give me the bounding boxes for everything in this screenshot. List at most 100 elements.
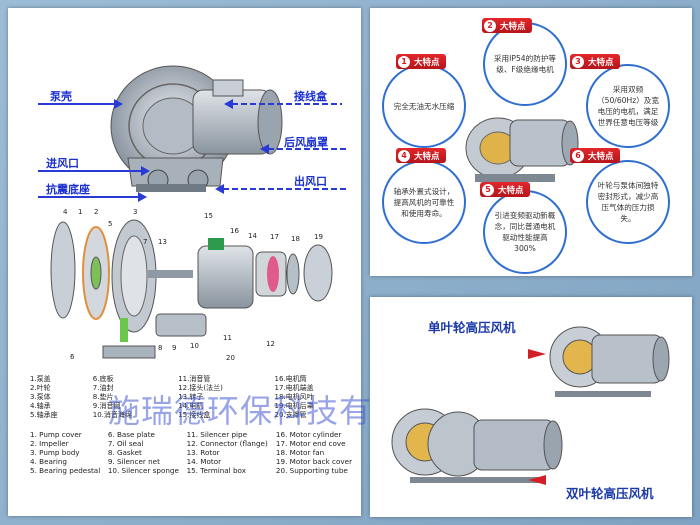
legend-item: 1.泵盖: [30, 375, 51, 383]
legend-item: 11.消音管: [178, 375, 211, 383]
part-number: 15: [204, 212, 213, 220]
impeller-blower-images: [391, 326, 670, 485]
legend-row: 5. Bearing pedestal 10. Silencer sponge 15…: [28, 466, 358, 475]
legend-item: 6. Base plate: [107, 430, 155, 439]
callout-pump-cover: 泵壳: [50, 90, 72, 103]
legend-item: 10.消音海绵: [92, 411, 132, 419]
blower-illustration: 1 2 3 4 5 6 7 8 9 10 11 12 13 14 15 16 1…: [50, 65, 333, 362]
legend-item: 8.垫片: [92, 393, 114, 401]
part-number: 14: [248, 232, 257, 240]
part-number: 16: [230, 227, 239, 235]
legend-item: 10. Silencer sponge: [107, 466, 179, 475]
feature-badge-6: 6 大特点: [570, 148, 620, 163]
part-number: 20: [226, 354, 235, 362]
callout-line: [223, 188, 348, 190]
callout-shock-base: 抗震底座: [46, 183, 90, 196]
feature-badge-3: 3 大特点: [570, 54, 620, 69]
legend-item: 16.电机筒: [274, 375, 307, 383]
legend-item: 19.电机后罩: [274, 402, 314, 410]
part-number: 4: [63, 208, 68, 216]
feature-number: 5: [482, 183, 494, 196]
part-number: 18: [291, 235, 300, 243]
legend-item: 15. Terminal box: [186, 466, 246, 475]
callout-outlet: 出风口: [294, 175, 327, 188]
callout-inlet: 进风口: [46, 157, 79, 170]
callout-line: [38, 196, 140, 198]
callout-arrow: [138, 192, 147, 202]
callout-arrow: [141, 166, 150, 176]
legend-item: 16. Motor cylinder: [275, 430, 342, 439]
feature-circle-4: 轴承外置式设计，提高风机的可靠性和使用寿命。: [382, 160, 466, 244]
legend-item: 8. Gasket: [107, 448, 142, 457]
feature-number: 3: [572, 55, 584, 68]
legend-item: 9.消音网: [92, 402, 121, 410]
legend-item: 14. Motor: [186, 457, 222, 466]
legend-item: 4.轴承: [30, 402, 51, 410]
callout-line: [38, 170, 143, 172]
legend-item: 15.接线盒: [178, 411, 211, 419]
feature-title: 大特点: [414, 57, 440, 68]
legend-item: 2.叶轮: [30, 384, 51, 392]
legend-item: 18.电机风叶: [274, 393, 314, 401]
feature-title: 大特点: [414, 151, 440, 162]
part-number: 5: [108, 220, 112, 228]
feature-text: 轴承外置式设计，提高风机的可靠性和使用寿命。: [393, 186, 455, 218]
legend-item: 6.底板: [92, 375, 114, 383]
legend-item: 17.电机端盖: [274, 384, 314, 392]
feature-number: 6: [572, 149, 584, 162]
part-number: 9: [172, 344, 176, 352]
single-impeller-title: 单叶轮高压风机: [428, 320, 516, 335]
part-number: 3: [133, 208, 137, 216]
legend-item: 5. Bearing pedestal: [30, 466, 101, 475]
feature-title: 大特点: [588, 151, 614, 162]
part-number: 8: [158, 344, 162, 352]
legend-item: 9. Silencer net: [107, 457, 160, 466]
legend-item: 18. Motor fan: [275, 448, 325, 457]
legend-item: 19. Motor back cover: [275, 457, 353, 466]
feature-text: 引进变频驱动新概念，同比普通电机驱动性能提高300%: [494, 211, 556, 253]
feature-number: 4: [398, 149, 410, 162]
feature-badge-4: 4 大特点: [396, 148, 446, 163]
impeller-types-panel: 单叶轮高压风机 双叶轮高压风机: [370, 297, 692, 517]
feature-title: 大特点: [588, 57, 614, 68]
feature-text: 叶轮与泵体间独特密封形式，减少高压气体的压力损失。: [597, 181, 659, 223]
legend-item: 1. Pump cover: [30, 430, 82, 439]
part-number: 2: [94, 208, 98, 216]
callout-line: [38, 103, 116, 105]
feature-circle-1: 完全无油无水压缩: [382, 64, 466, 148]
legend-item: 20.支撑管: [274, 411, 307, 419]
legend-row: 1.泵盖 6.底板 11.消音管 16.电机筒: [28, 375, 358, 384]
feature-circle-3: 采用双频（50/60Hz）及宽电压的电机，满足世界任意电压等级: [586, 64, 670, 148]
feature-title: 大特点: [500, 21, 526, 32]
callout-terminal-box: 接线盒: [294, 90, 327, 103]
part-number: 19: [314, 233, 323, 241]
part-number: 6: [70, 353, 75, 361]
legend-item: 17. Motor end cove: [275, 439, 346, 448]
legend-item: 3. Pump body: [30, 448, 80, 457]
part-number: 10: [190, 342, 199, 350]
legend-item: 12. Connector (flange): [186, 439, 268, 448]
part-number: 12: [266, 340, 275, 348]
feature-title: 大特点: [498, 185, 524, 196]
legend-item: 2. Impeller: [30, 439, 69, 448]
legend-item: 20. Supporting tube: [275, 466, 348, 475]
part-number: 17: [270, 233, 279, 241]
callout-arrow: [215, 184, 224, 194]
legend-item: 13.转子: [178, 393, 204, 401]
callout-rear-fan-cover: 后风扇罩: [284, 136, 328, 149]
callout-arrow: [260, 144, 269, 154]
feature-text: 采用双频（50/60Hz）及宽电压的电机，满足世界任意电压等级: [597, 85, 659, 127]
feature-circle-2: 采用IP54的防护等级、F级绝缘电机: [483, 22, 567, 106]
